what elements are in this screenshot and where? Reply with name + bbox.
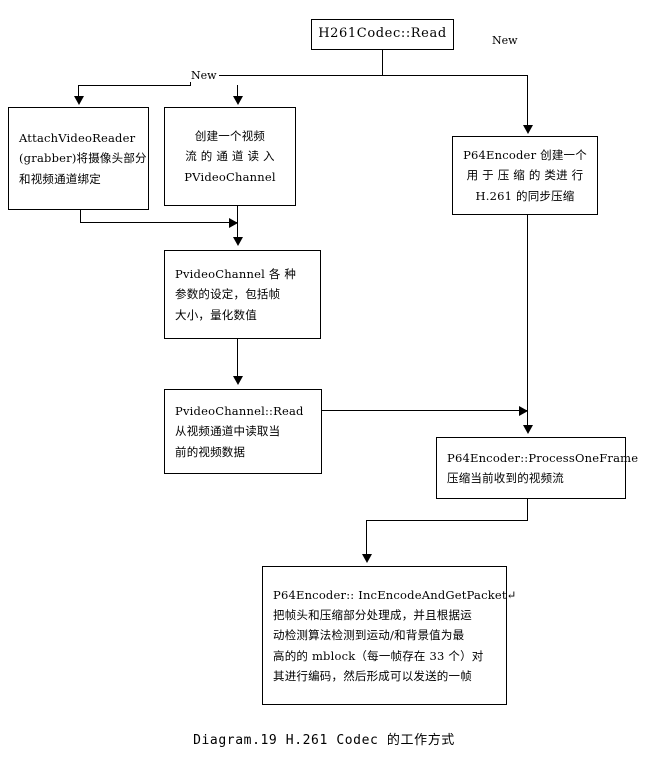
node-line: (grabber)将摄像头部分 xyxy=(19,151,147,166)
node-process-one-frame[interactable]: P64Encoder::ProcessOneFrame 压缩当前收到的视频流 xyxy=(436,437,639,499)
node-line: 其进行编码，然后形成可以发送的一帧 xyxy=(273,668,472,683)
edge-attach-right xyxy=(80,222,238,223)
node-line: PvideoChannel::Read xyxy=(175,404,304,419)
node-line: 从视频通道中读取当 xyxy=(175,424,281,439)
node-create-video-stream[interactable]: 创建一个视频 流 的 通 道 读 入 PVideoChannel xyxy=(164,107,296,206)
node-inc-encode-and-get-packet[interactable]: P64Encoder:: IncEncodeAndGetPacket↵ 把帧头和… xyxy=(262,566,517,705)
node-pvideochannel-params[interactable]: PvideoChannel 各 种 参数的设定，包括帧 大小，量化数值 xyxy=(164,250,321,339)
edge-process-to-packet-down xyxy=(366,520,367,556)
node-line: 动检测算法检测到运动/和背景值为最 xyxy=(273,628,465,643)
edge-process-down xyxy=(527,499,528,521)
arrowhead-attach-to-params xyxy=(229,218,238,228)
node-line: P64Encoder 创建一个 xyxy=(463,148,587,163)
edge-root-trunk xyxy=(382,50,383,75)
edge-secondary-bus xyxy=(78,85,191,86)
node-line: PVideoChannel xyxy=(184,169,276,184)
node-p64encoder-create[interactable]: P64Encoder 创建一个 用 于 压 缩 的 类进 行 H.261 的同步… xyxy=(452,136,598,215)
node-line: H261Codec::Read xyxy=(318,26,447,42)
node-h261-codec-read[interactable]: H261Codec::Read xyxy=(311,19,454,50)
arrowhead-to-pvideochannel-params xyxy=(233,237,243,246)
node-line: 创建一个视频 xyxy=(194,129,266,144)
node-line: 前的视频数据 xyxy=(175,444,246,459)
edge-label-new-right: New xyxy=(490,34,520,47)
arrowhead-p64encoder-to-process xyxy=(523,425,533,434)
edge-attach-down xyxy=(80,210,81,223)
arrowhead-to-create-video-stream xyxy=(233,96,243,105)
node-line: P64Encoder::ProcessOneFrame xyxy=(447,450,639,465)
edge-to-p64encoder-create xyxy=(527,75,528,127)
edge-label-new-left: New xyxy=(189,69,219,82)
node-line: 高的的 mblock（每一帧存在 33 个）对 xyxy=(273,648,484,663)
arrowhead-to-inc-encode xyxy=(362,554,372,563)
node-line: H.261 的同步压缩 xyxy=(475,188,575,203)
arrowhead-to-p64encoder-create xyxy=(523,125,533,134)
node-line: 把帧头和压缩部分处理成，并且根据运 xyxy=(273,608,472,623)
node-line: PvideoChannel 各 种 xyxy=(175,267,297,282)
edge-process-left xyxy=(366,520,528,521)
edge-p64encoder-down xyxy=(527,215,528,427)
arrowhead-to-attach-video-reader xyxy=(74,96,84,105)
arrowhead-to-pvideochannel-read xyxy=(233,376,243,385)
edge-read-right xyxy=(322,410,528,411)
edge-params-down xyxy=(237,339,238,378)
node-pvideochannel-read[interactable]: PvideoChannel::Read 从视频通道中读取当 前的视频数据 xyxy=(164,389,322,474)
node-line: 大小，量化数值 xyxy=(175,307,257,322)
edge-create-stream-down xyxy=(237,206,238,239)
edge-root-bus xyxy=(190,75,528,76)
node-line: 参数的设定，包括帧 xyxy=(175,287,281,302)
edge-to-create-video-stream xyxy=(237,85,238,98)
node-attach-video-reader[interactable]: AttachVideoReader (grabber)将摄像头部分 和视频通道绑… xyxy=(8,107,149,210)
node-line: 流 的 通 道 读 入 xyxy=(185,149,275,164)
node-line: AttachVideoReader xyxy=(19,131,136,146)
node-line: 和视频通道绑定 xyxy=(19,171,101,186)
edge-to-attach-video-reader xyxy=(78,85,79,98)
node-line: 用 于 压 缩 的 类进 行 xyxy=(466,168,584,183)
diagram-caption: Diagram.19 H.261 Codec 的工作方式 xyxy=(193,733,455,748)
arrowhead-read-to-process xyxy=(519,406,528,416)
node-line: 压缩当前收到的视频流 xyxy=(447,471,564,485)
node-line: P64Encoder:: IncEncodeAndGetPacket↵ xyxy=(273,588,517,603)
